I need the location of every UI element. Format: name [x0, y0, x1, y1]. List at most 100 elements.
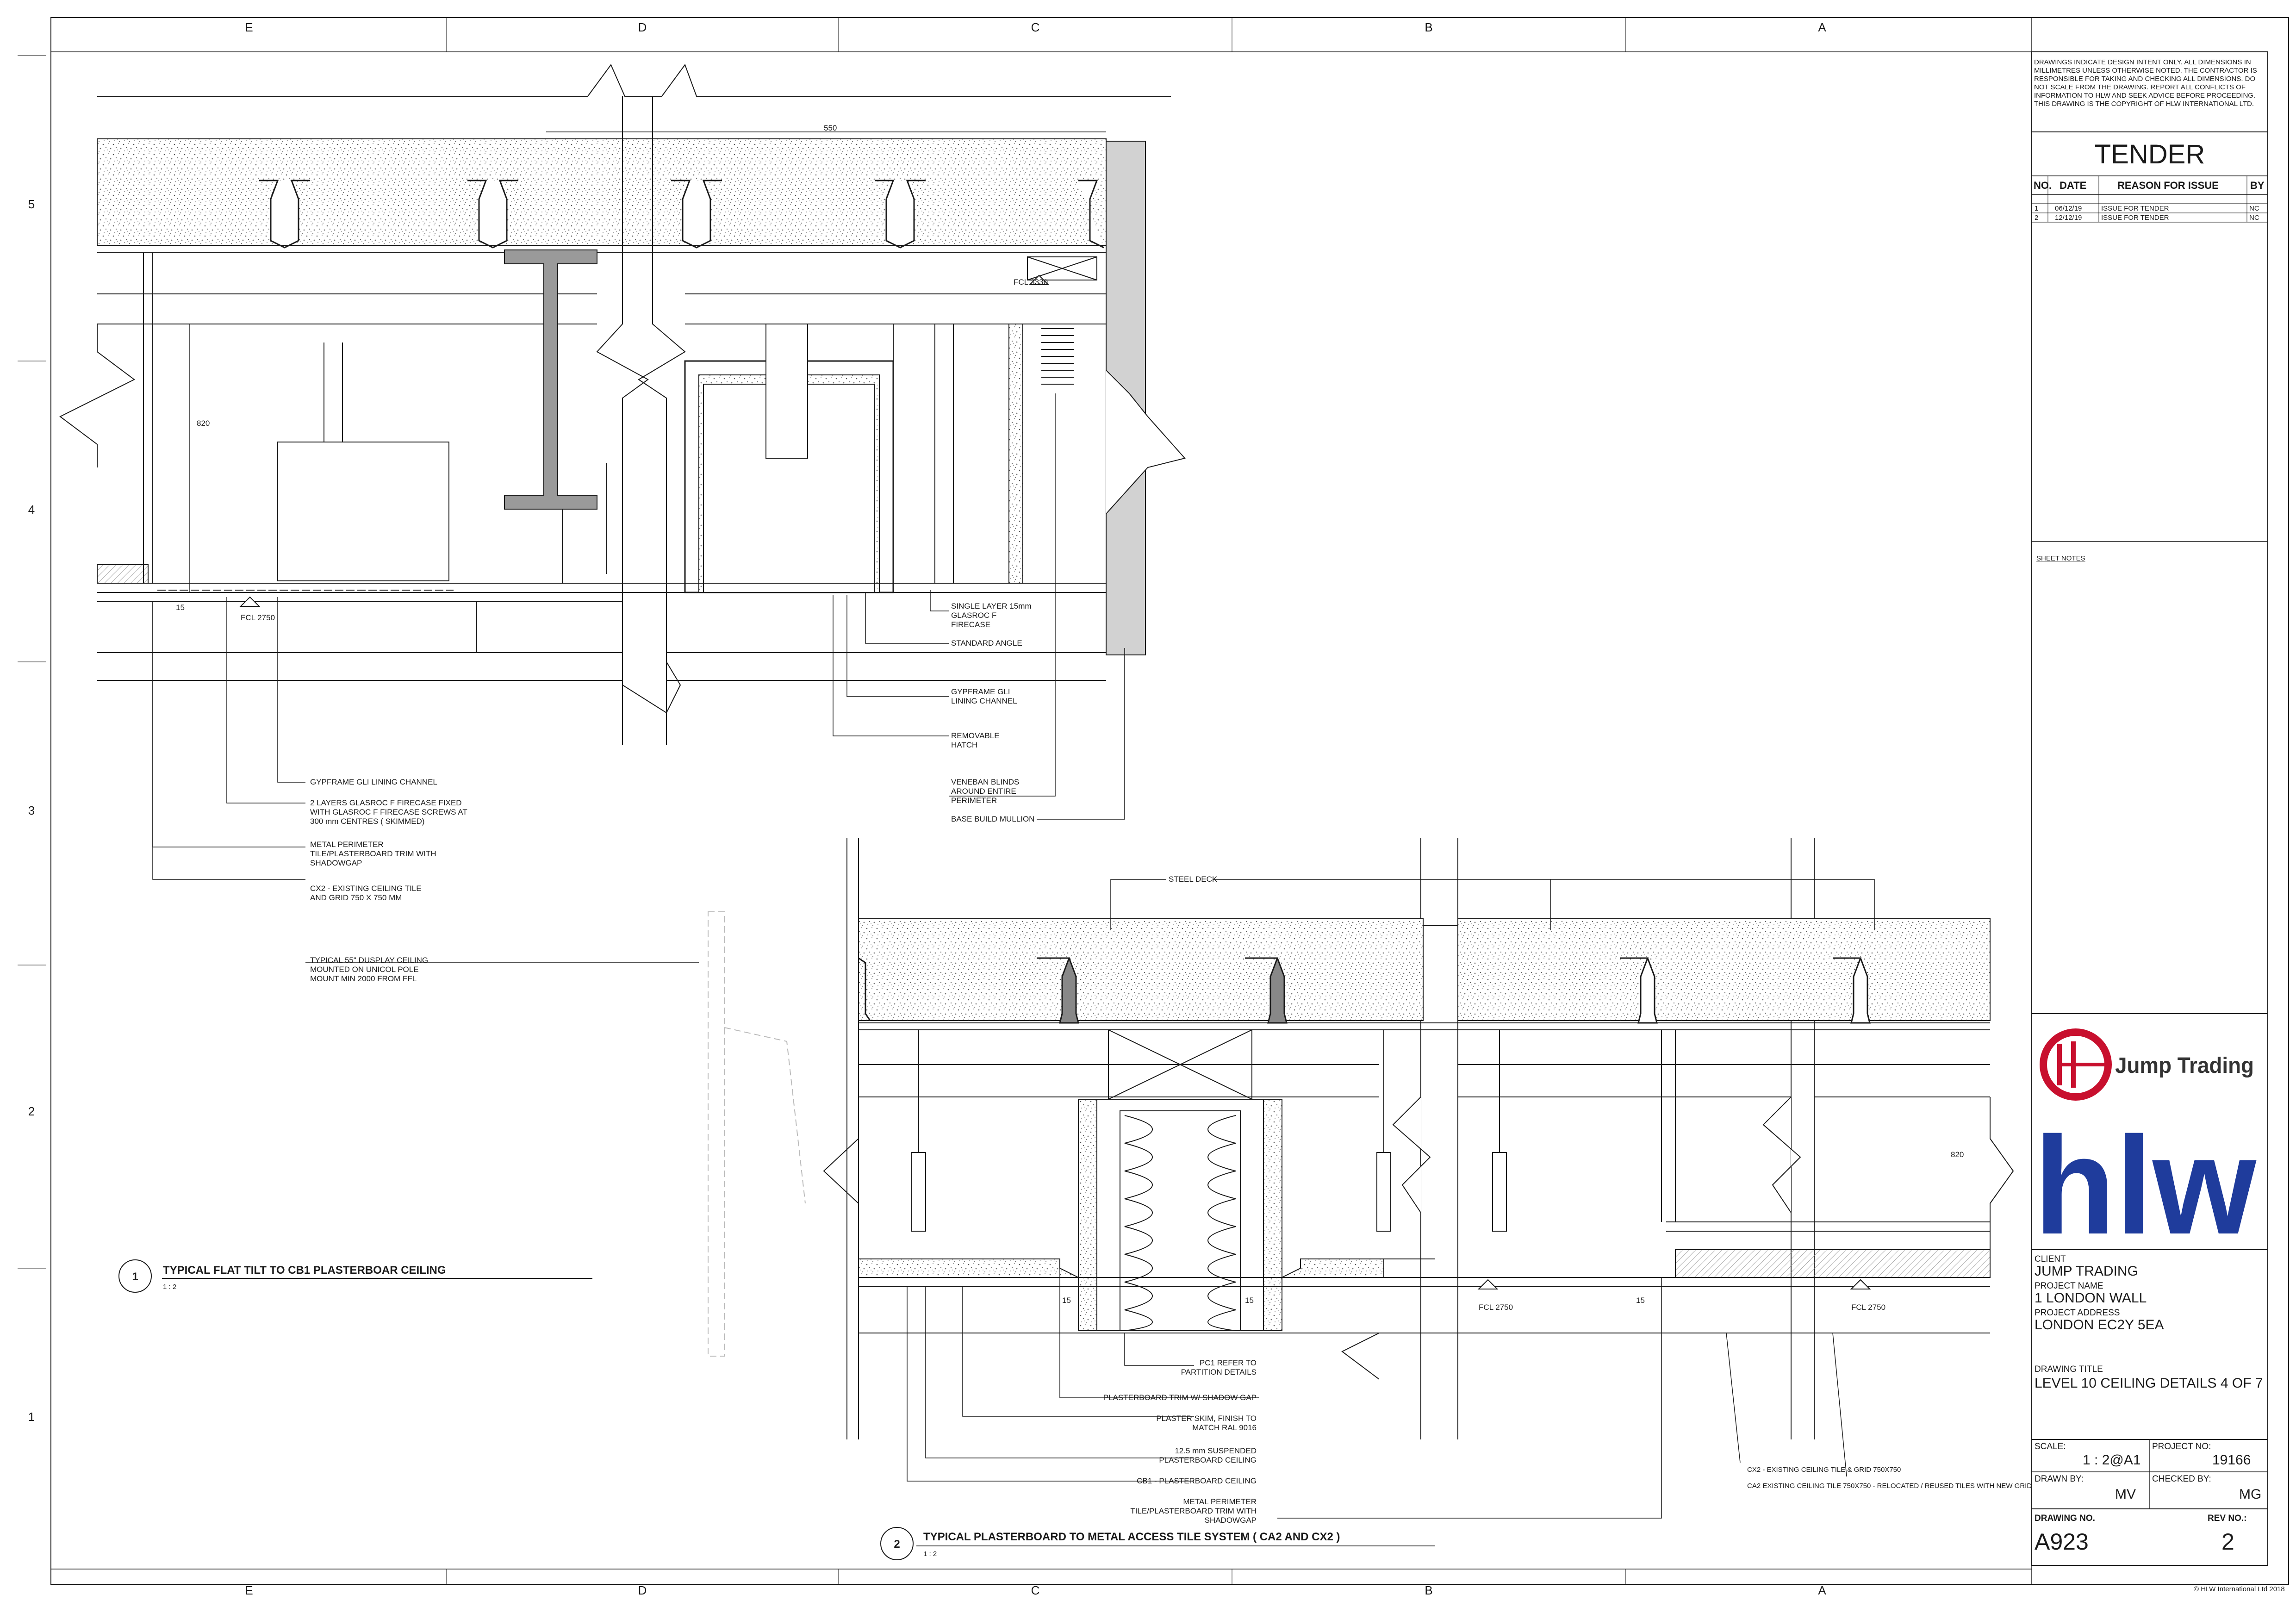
rev-header-no: NO.	[2034, 180, 2052, 191]
sheet-notes-heading: SHEET NOTES	[2036, 554, 2085, 562]
note: GYPFRAME GLI LINING CHANNEL	[310, 778, 437, 786]
note: BASE BUILD MULLION	[951, 815, 1034, 823]
metal-tile-insulation	[1675, 1249, 1991, 1278]
detail-2-title-block: 2 TYPICAL PLASTERBOARD TO METAL ACCESS T…	[880, 1527, 1340, 1560]
hangers	[911, 1030, 1676, 1232]
detail-1-scale: 1 : 2	[163, 1283, 176, 1291]
project-label: PROJECT NAME	[2035, 1281, 2103, 1291]
note: CB1 - PLASTERBOARD CEILING	[1137, 1476, 1257, 1485]
client-value: JUMP TRADING	[2035, 1264, 2138, 1279]
grid-col-bottom: A	[1818, 1583, 1826, 1597]
display-outline	[708, 911, 725, 1357]
grid-row: 4	[28, 503, 35, 517]
grid-col-bottom: E	[245, 1583, 253, 1597]
concrete-slab-3	[1457, 918, 1991, 1021]
dim-width: 550	[824, 124, 837, 132]
level-fcl: FCL 3330	[1014, 278, 1048, 287]
copyright: © HLW International Ltd 2018	[2194, 1585, 2285, 1593]
grid-col-top: A	[1818, 20, 1826, 34]
dim-height: 820	[1951, 1150, 1964, 1159]
drawn-by-value: MV	[2115, 1487, 2136, 1502]
detail-1-text: 550 820 15 FCL 2750 FCL 3330 SINGLE LAYE…	[176, 124, 1048, 983]
rev-row-by: NC	[2249, 205, 2259, 212]
rev-header-reason: REASON FOR ISSUE	[2117, 180, 2219, 191]
detail-2-marker	[880, 1527, 914, 1560]
detail-2-scale: 1 : 2	[923, 1550, 937, 1558]
note: STANDARD ANGLE	[951, 639, 1022, 648]
concrete-slab-2	[858, 918, 1424, 1021]
project-no-label: PROJECT NO:	[2152, 1442, 2211, 1451]
note: CA2 EXISTING CEILING TILE 750X750 - RELO…	[1747, 1482, 2032, 1490]
steel-beam	[504, 249, 597, 510]
detail-1-leaders	[152, 393, 1125, 963]
rev-no-label: REV NO.:	[2208, 1514, 2247, 1523]
client-label: CLIENT	[2035, 1254, 2066, 1264]
level-fcl: FCL 2750	[241, 613, 275, 622]
note: CX2 - EXISTING CEILING TILE & GRID 750X7…	[1747, 1466, 1901, 1474]
grid-col-bottom: B	[1425, 1583, 1432, 1597]
rev-no-value: 2	[2221, 1529, 2234, 1555]
drawing-title-value: LEVEL 10 CEILING DETAILS 4 OF 7	[2035, 1376, 2263, 1391]
project-no-value: 19166	[2212, 1452, 2251, 1468]
grid-col-top: E	[245, 20, 253, 34]
drawing-no-value: A923	[2035, 1529, 2089, 1555]
grid-labels: E D C B A E D C B A 5 4 3 2 1	[28, 20, 1827, 1597]
hlw-logo: hlw	[2034, 1108, 2257, 1263]
dim-gap: 15	[176, 603, 185, 612]
ceiling-insulation	[97, 564, 149, 584]
status-tender: TENDER	[2094, 139, 2205, 169]
detail-1-title-block: 1 TYPICAL FLAT TILT TO CB1 PLASTERBOAR C…	[118, 1259, 592, 1293]
grid-row: 1	[28, 1410, 35, 1424]
grid-col-bottom: D	[638, 1583, 647, 1597]
drawing-title-label: DRAWING TITLE	[2035, 1364, 2103, 1374]
jump-trading-logo: Jump Trading	[2040, 1028, 2254, 1101]
dim-gap: 15	[1245, 1296, 1254, 1305]
ceiling-board-left	[858, 1258, 1079, 1278]
detail-2-number: 2	[894, 1538, 900, 1551]
drawing-no-label: DRAWING NO.	[2035, 1514, 2095, 1523]
grid-col-top: D	[638, 20, 647, 34]
detail-2-section	[823, 838, 2014, 1546]
scale-value: 1 : 2@A1	[2083, 1452, 2141, 1468]
grid-col-top: C	[1031, 20, 1040, 34]
detail-1-section	[59, 63, 1186, 963]
jump-trading-wordmark: Jump Trading	[2115, 1053, 2254, 1078]
checked-by-label: CHECKED BY:	[2152, 1474, 2211, 1484]
steel-deck-label: STEEL DECK	[1169, 875, 1218, 884]
vent-grille	[1041, 328, 1074, 385]
concrete-slab	[97, 138, 1107, 246]
title-block-frame	[2031, 51, 2268, 1566]
rev-row-no: 1	[2035, 205, 2039, 212]
dim-gap: 15	[1062, 1296, 1071, 1305]
rev-row-date: 12/12/19	[2055, 214, 2082, 222]
checked-by-value: MG	[2239, 1487, 2262, 1502]
display-screen-box	[277, 442, 449, 581]
level-fcl: FCL 2750	[1479, 1303, 1513, 1312]
rev-header-date: DATE	[2060, 180, 2087, 191]
scale-label: SCALE:	[2035, 1442, 2066, 1451]
drawn-by-label: DRAWN BY:	[2035, 1474, 2084, 1484]
detail-2-title: TYPICAL PLASTERBOARD TO METAL ACCESS TIL…	[923, 1531, 1340, 1543]
partition-insulation	[1124, 1115, 1236, 1331]
grid-col-top: B	[1425, 20, 1432, 34]
level-fcl: FCL 2750	[1851, 1303, 1885, 1312]
address-value: LONDON EC2Y 5EA	[2035, 1317, 2164, 1333]
detail-2-text: STEEL DECK 15 15 15 820 FCL 2750 FCL 275…	[1062, 875, 2032, 1525]
rev-header-by: BY	[2250, 180, 2265, 191]
address-label: PROJECT ADDRESS	[2035, 1308, 2120, 1318]
deck-troughs	[259, 180, 1104, 249]
grid-col-bottom: C	[1031, 1583, 1040, 1597]
